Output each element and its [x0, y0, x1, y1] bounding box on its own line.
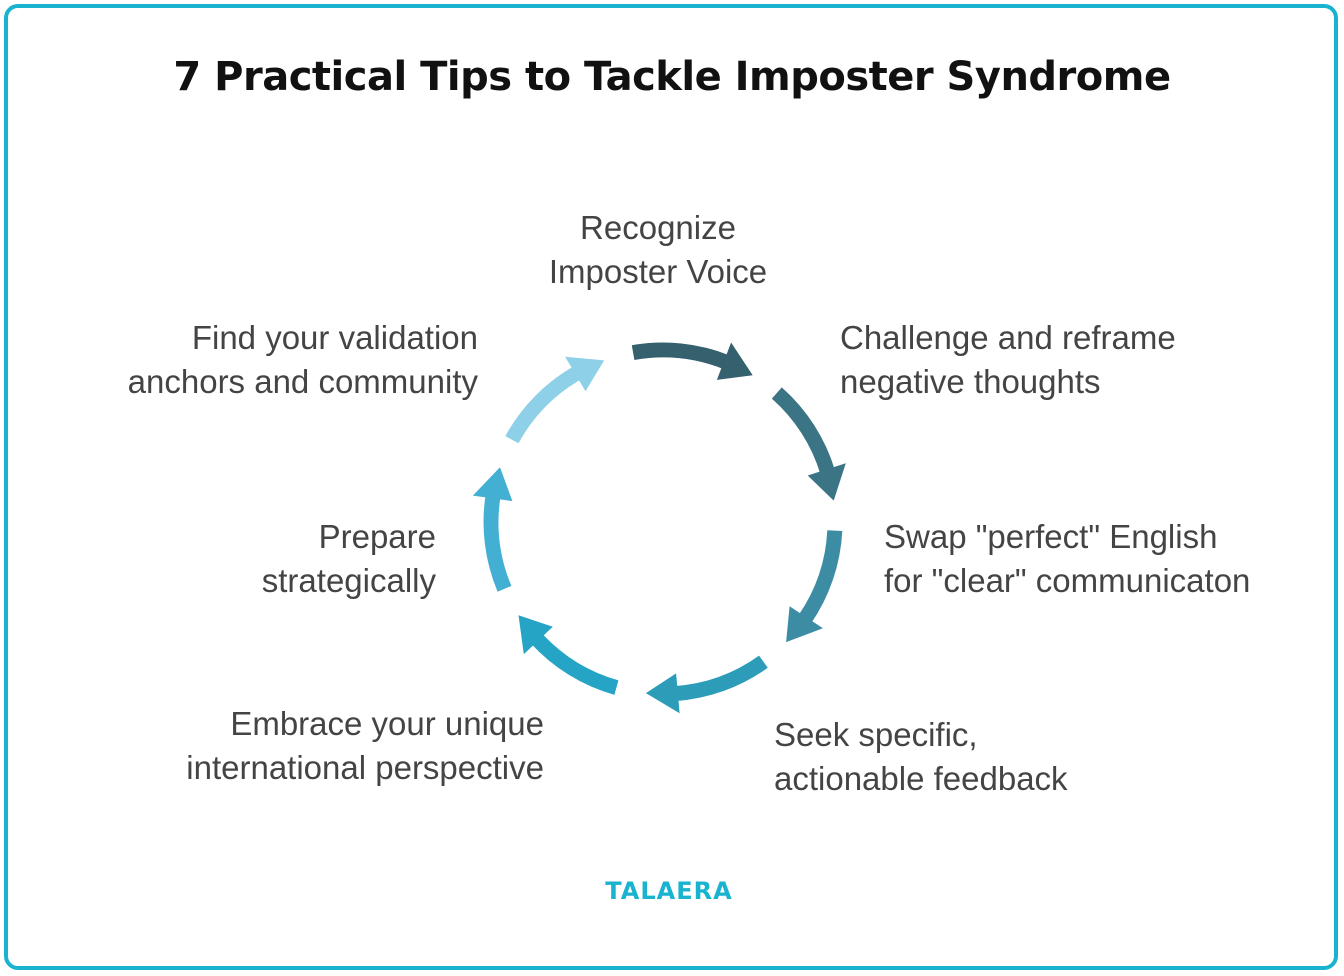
- cycle-arrow-7-body: [505, 365, 582, 444]
- cycle-arrow-3-body: [798, 530, 843, 624]
- tip-swap-perfect-english: Swap "perfect" English for "clear" commu…: [884, 515, 1250, 603]
- cycle-arrow-5-body: [530, 633, 619, 695]
- cycle-arrow-2-head: [807, 463, 846, 501]
- tip-7-line-2: anchors and community: [127, 363, 478, 400]
- tip-seek-feedback: Seek specific, actionable feedback: [774, 713, 1068, 801]
- cycle-arrow-4-body: [674, 655, 768, 702]
- tip-2-line-2: negative thoughts: [840, 363, 1101, 400]
- tip-2-line-1: Challenge and reframe: [840, 319, 1176, 356]
- cycle-arrow-5-head: [518, 615, 553, 655]
- tip-recognize-imposter-voice: Recognize Imposter Voice: [508, 206, 808, 294]
- tip-6-line-2: strategically: [261, 562, 436, 599]
- tip-1-line-2: Imposter Voice: [548, 253, 768, 290]
- cycle-arrow-6-head: [472, 467, 513, 502]
- cycle-arrow-6-body: [483, 494, 512, 592]
- tip-3-line-2: for "clear" communicaton: [884, 562, 1251, 599]
- tip-challenge-reframe: Challenge and reframe negative thoughts: [840, 316, 1176, 404]
- page-title: 7 Practical Tips to Tackle Imposter Synd…: [173, 54, 1171, 100]
- tip-4-line-1: Seek specific,: [774, 716, 978, 753]
- cycle-arrow-4-head: [645, 673, 680, 714]
- tip-5-line-1: Embrace your unique: [230, 705, 544, 742]
- cycle-arrow-1-body: [631, 342, 730, 370]
- cycle-arrow-3-head: [786, 606, 823, 643]
- tip-prepare-strategically: Prepare strategically: [262, 515, 436, 603]
- tip-7-line-1: Find your validation: [191, 319, 478, 356]
- cycle-arrow-2-body: [771, 387, 835, 475]
- tip-5-line-2: international perspective: [186, 749, 544, 786]
- cycle-arrow-1-head: [716, 342, 753, 380]
- tip-3-line-1: Swap "perfect" English: [884, 518, 1218, 555]
- brand-logo: TALAERA: [605, 877, 733, 905]
- tip-find-validation-anchors: Find your validation anchors and communi…: [128, 316, 478, 404]
- card-frame: [4, 4, 1338, 970]
- tip-embrace-perspective: Embrace your unique international perspe…: [186, 702, 544, 790]
- tip-6-line-1: Prepare: [318, 518, 436, 555]
- cycle-arrow-7-head: [565, 356, 605, 392]
- tip-1-line-1: Recognize: [580, 209, 736, 246]
- tip-4-line-2: actionable feedback: [774, 760, 1068, 797]
